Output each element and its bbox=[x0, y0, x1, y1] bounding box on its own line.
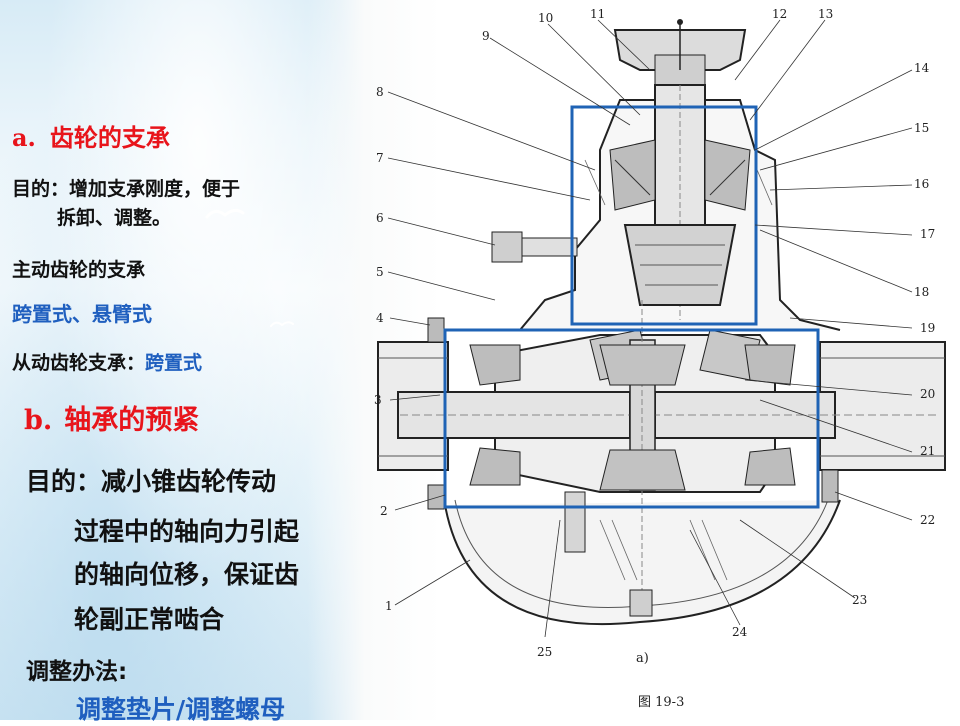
planet-gear-upper bbox=[599, 344, 686, 386]
section-b-purpose-line4: 轮副正常啮合 bbox=[74, 605, 225, 634]
callout-24: 24 bbox=[732, 625, 748, 639]
driven-gear-support-label: 从动齿轮支承： bbox=[12, 352, 146, 374]
planet-gear-lower bbox=[599, 449, 686, 491]
callout-23: 23 bbox=[852, 593, 867, 607]
differential-support-highlight-box bbox=[443, 328, 820, 509]
callout-6: 6 bbox=[376, 211, 384, 225]
callout-22: 22 bbox=[920, 513, 935, 527]
section-b-title: 轴承的预紧 bbox=[64, 405, 200, 436]
section-a-title: 齿轮的支承 bbox=[49, 124, 170, 152]
callout-7: 7 bbox=[376, 151, 384, 165]
callout-13: 13 bbox=[818, 7, 833, 21]
differential-cross-section-drawing: 1 2 3 4 5 6 7 8 9 10 11 12 13 14 15 16 1… bbox=[374, 7, 946, 710]
section-b-heading: b. 轴承的预紧 bbox=[24, 398, 199, 437]
callout-15: 15 bbox=[914, 121, 929, 135]
section-a-number: a. bbox=[12, 123, 36, 152]
callout-20: 20 bbox=[920, 387, 935, 401]
callout-12: 12 bbox=[772, 7, 787, 21]
seagull-decoration-small bbox=[270, 321, 294, 327]
pinion-support-highlight-box bbox=[570, 105, 758, 326]
pinion-bearing-left bbox=[609, 139, 656, 211]
callout-17: 17 bbox=[920, 227, 935, 241]
callout-21: 21 bbox=[920, 444, 935, 458]
callout-10: 10 bbox=[538, 11, 553, 25]
callout-19: 19 bbox=[920, 321, 935, 335]
section-b-purpose-line2: 过程中的轴向力引起 bbox=[74, 517, 300, 546]
callout-2: 2 bbox=[380, 504, 388, 518]
adjustment-method-value: 调整垫片/调整螺母 bbox=[76, 695, 286, 724]
callout-11: 11 bbox=[590, 7, 605, 21]
section-a-purpose-line1: 目的：增加支承刚度，便于 bbox=[12, 178, 241, 200]
callout-16: 16 bbox=[914, 177, 929, 191]
sky-background-wash bbox=[0, 0, 360, 720]
drive-gear-support-types: 跨置式、悬臂式 bbox=[12, 302, 152, 326]
callout-25: 25 bbox=[537, 645, 552, 659]
drive-gear-support-label: 主动齿轮的支承 bbox=[12, 259, 146, 281]
section-a-purpose-line2: 拆卸、调整。 bbox=[57, 207, 172, 229]
callout-3: 3 bbox=[374, 393, 382, 407]
side-bearing-left bbox=[469, 344, 521, 386]
figure-caption: 图 19-3 bbox=[638, 695, 684, 710]
callout-8: 8 bbox=[376, 85, 384, 99]
subfigure-label: a) bbox=[636, 651, 649, 666]
section-b-purpose-line3: 的轴向位移，保证齿 bbox=[74, 560, 300, 589]
pinion-bearing-right bbox=[704, 139, 751, 211]
callout-9: 9 bbox=[482, 29, 490, 43]
driven-gear-support-line: 从动齿轮支承：跨置式 bbox=[12, 348, 202, 375]
section-b-purpose-line1: 目的：减小锥齿轮传动 bbox=[26, 467, 277, 496]
right-axle-housing bbox=[819, 341, 946, 471]
section-a-heading: a. 齿轮的支承 bbox=[12, 118, 170, 153]
adjustment-method-label: 调整办法: bbox=[26, 659, 128, 685]
callout-14: 14 bbox=[914, 61, 930, 75]
side-bearing-right bbox=[744, 344, 796, 386]
side-adjust-bolt bbox=[491, 231, 523, 263]
callout-1: 1 bbox=[385, 599, 393, 613]
callout-18: 18 bbox=[914, 285, 929, 299]
callout-4: 4 bbox=[376, 311, 384, 325]
driven-gear-support-type: 跨置式 bbox=[145, 352, 203, 374]
section-b-number: b. bbox=[24, 405, 53, 436]
callout-5: 5 bbox=[376, 265, 384, 279]
seagull-decoration bbox=[205, 208, 245, 219]
